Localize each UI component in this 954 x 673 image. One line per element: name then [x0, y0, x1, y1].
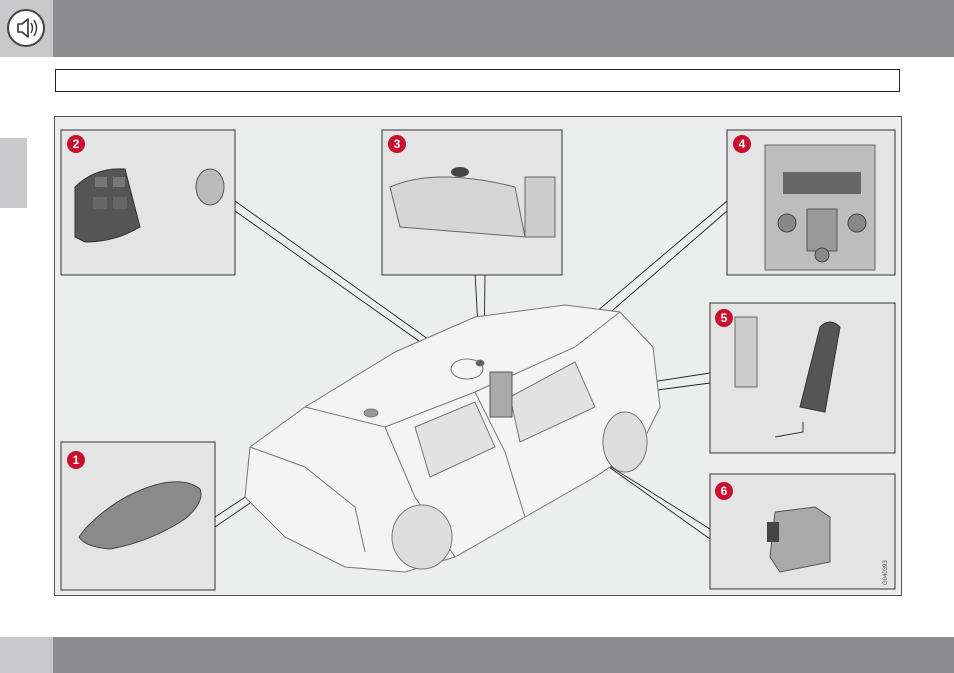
footer-page-tab: [0, 637, 53, 673]
callout-badge-1: 1: [67, 451, 85, 469]
section-title-box: [55, 69, 900, 92]
figure-drawing: [55, 117, 901, 595]
callout-badge-5: 5: [715, 309, 733, 327]
component-location-figure: 1 2 3 4 5 6 G040393: [54, 116, 902, 596]
header-tab: [0, 0, 53, 57]
header-bar: [0, 0, 954, 57]
speaker-icon: [6, 8, 46, 48]
callout-badge-4: 4: [733, 135, 751, 153]
callout-badge-6: 6: [715, 482, 733, 500]
module-drawing: [767, 507, 830, 572]
car-drawing: [245, 305, 660, 572]
chapter-side-tab: [0, 138, 27, 208]
callout-badge-2: 2: [67, 135, 85, 153]
footer-bar: [0, 637, 954, 673]
console-drawing: [765, 145, 875, 270]
callout-badge-3: 3: [388, 135, 406, 153]
image-code: G040393: [883, 560, 889, 585]
